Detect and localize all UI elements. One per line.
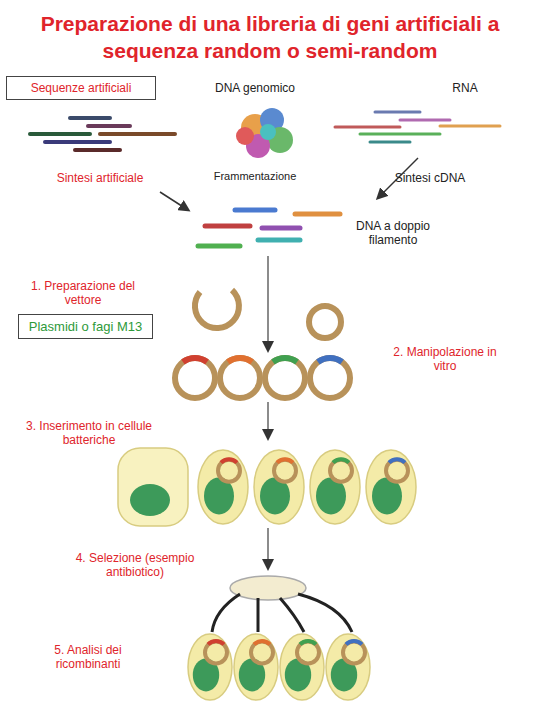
bacterial-cells xyxy=(188,634,370,700)
recombinant-plasmids xyxy=(175,358,350,398)
open-vector xyxy=(195,290,239,328)
ds-dna-fragments xyxy=(198,210,340,246)
step-label: 4. Selezione (esempio antibiotico) xyxy=(60,552,210,580)
step-label: 3. Inserimento in cellule batteriche xyxy=(14,420,164,448)
box-text: Plasmidi o fagi M13 xyxy=(27,319,144,334)
box-text: Sequenze artificiali xyxy=(15,81,147,95)
petri-dish xyxy=(230,576,306,600)
vector xyxy=(309,306,341,338)
step-label: 1. Preparazione del vettore xyxy=(18,280,148,308)
step-label: 5. Analisi dei ricombinanti xyxy=(28,644,148,672)
text-label: Sintesi cDNA xyxy=(380,172,480,186)
genomic-dna xyxy=(236,108,293,158)
text-box: Sequenze artificiali xyxy=(6,76,156,100)
flow-line xyxy=(267,290,269,350)
text-box: Plasmidi o fagi M13 xyxy=(18,314,153,339)
arrow xyxy=(160,192,188,210)
text-label: DNA genomico xyxy=(205,82,305,96)
diagram-title: Preparazione di una libreria di geni art… xyxy=(10,10,530,65)
text-label: Frammentazione xyxy=(200,170,310,183)
text-label: Sintesi artificiale xyxy=(40,172,160,186)
bacterial-cells xyxy=(118,448,416,526)
selection-lines xyxy=(212,594,352,632)
rna-strands xyxy=(335,112,500,142)
flow-line xyxy=(267,402,269,438)
text-label: RNA xyxy=(440,82,490,96)
flow-line xyxy=(267,256,269,290)
step-label: 2. Manipolazione in vitro xyxy=(385,346,505,374)
artificial-fragments xyxy=(30,118,175,150)
flow-line xyxy=(267,528,269,568)
text-label: DNA a doppio filamento xyxy=(348,220,438,248)
